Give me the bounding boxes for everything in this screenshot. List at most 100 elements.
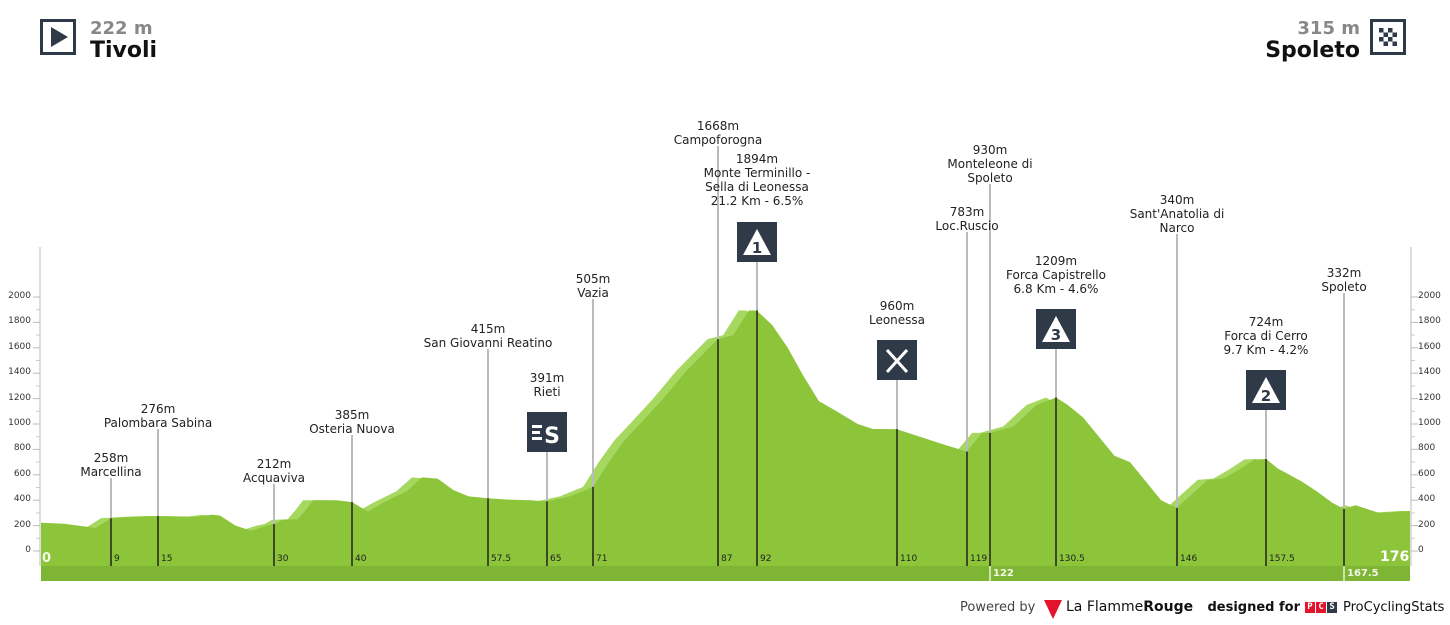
km-label: 167.5	[1347, 568, 1379, 579]
start-km-label: 0	[42, 551, 52, 566]
km-label: 40	[355, 554, 367, 564]
svg-text:3: 3	[1051, 326, 1061, 344]
start-town: Tivoli	[90, 38, 158, 63]
marker-label-line: 276m	[140, 402, 176, 416]
km-label: 57.5	[491, 554, 512, 564]
marker-label-line: Narco	[1159, 220, 1195, 235]
svg-text:S: S	[544, 424, 560, 449]
y-tick-label: 1400	[8, 367, 31, 378]
feed-icon	[877, 340, 917, 380]
marker-label-line: Marcellina	[80, 465, 142, 479]
brand-part-b: Rouge	[1143, 599, 1194, 615]
marker-label-line: 391m	[529, 371, 565, 385]
marker-label-line: 505m	[575, 272, 611, 286]
y-tick-label: 1800	[1418, 316, 1441, 327]
y-tick-label: 600	[13, 468, 31, 479]
end-km-label: 176	[1380, 549, 1410, 565]
marker-label-line: Campoforogna	[673, 133, 763, 147]
km-label: 15	[161, 554, 173, 564]
marker-label-line: 1894m	[735, 152, 779, 166]
y-tick-label: 200	[13, 519, 31, 530]
km-label: 110	[900, 554, 918, 564]
marker-label-line: 724m	[1248, 314, 1284, 329]
pcs-logo-icon	[1305, 602, 1337, 613]
distance-band	[41, 566, 1410, 581]
marker-label-line: San Giovanni Reatino	[423, 336, 553, 350]
marker-label-line: 1668m	[696, 119, 740, 133]
y-tick-label: 600	[1418, 468, 1436, 479]
marker-label-line: Osteria Nuova	[309, 422, 395, 436]
marker-label-line: Leonessa	[868, 313, 926, 327]
brand-part-a: La Flamme	[1066, 599, 1144, 615]
flamme-rouge-logo-icon	[1044, 600, 1062, 619]
km-label: 122	[993, 568, 1014, 579]
sprint-icon: S	[527, 412, 567, 452]
marker-label-line: Palombara Sabina	[103, 416, 213, 430]
marker-label-line: 1209m	[1034, 253, 1078, 268]
km-label: 65	[550, 554, 562, 564]
marker-label-line: Forca di Cerro	[1224, 328, 1308, 343]
km-label: 30	[277, 554, 289, 564]
marker-label-line: Vazia	[577, 286, 609, 300]
finish-elevation: 315 m	[1297, 18, 1360, 39]
climb-icon: 1	[737, 222, 777, 262]
y-tick-label: 1000	[8, 418, 31, 428]
y-tick-label: 0	[1418, 545, 1424, 555]
marker-label-line: Monteleone di	[947, 156, 1033, 171]
marker-label-line: 415m	[470, 322, 506, 336]
y-tick-label: 800	[13, 443, 31, 454]
profile-area	[41, 310, 1410, 566]
y-tick-label: 1200	[8, 392, 31, 403]
km-label: 157.5	[1269, 554, 1295, 564]
marker-label-line: 340m	[1159, 192, 1195, 207]
marker-label-line: 385m	[334, 408, 370, 422]
flamme-rouge-brand: La FlammeRouge	[1066, 599, 1193, 615]
marker-label-line: Spoleto	[1321, 280, 1367, 294]
y-tick-label: 400	[1418, 494, 1436, 505]
km-label: 130.5	[1059, 554, 1085, 564]
marker-label-line: Rieti	[533, 385, 561, 399]
y-tick-label: 1600	[8, 341, 31, 352]
designed-for-text: designed for	[1207, 600, 1300, 615]
marker-label-line: Forca Capistrello	[1006, 267, 1106, 282]
marker-label-line: Loc.Ruscio	[935, 219, 999, 233]
pcs-text: ProCyclingStats	[1343, 600, 1445, 615]
km-label: 71	[596, 554, 608, 564]
y-tick-label: 2000	[1418, 291, 1441, 301]
marker-label-line: Sant'Anatolia di	[1129, 206, 1225, 221]
marker-label-line: 783m	[949, 205, 985, 219]
climb-icon: 2	[1246, 370, 1286, 410]
marker-label-line: Acquaviva	[242, 471, 306, 485]
km-label: 146	[1180, 554, 1198, 564]
start-elevation: 222 m	[90, 18, 153, 39]
marker-label-line: 960m	[879, 299, 915, 313]
km-label: 87	[721, 554, 733, 564]
marker-label-line: Monte Terminillo -	[703, 166, 811, 180]
km-label: 9	[114, 554, 120, 564]
marker-label-line: Spoleto	[967, 170, 1013, 185]
km-label: 92	[760, 554, 772, 564]
finish-flag-icon	[1370, 19, 1406, 55]
marker-label-line: 212m	[256, 457, 292, 471]
y-tick-label: 1800	[8, 316, 31, 327]
y-tick-label: 2000	[8, 291, 31, 301]
climb-icon: 3	[1036, 309, 1076, 349]
marker-label-line: 930m	[972, 142, 1008, 157]
y-tick-label: 1000	[1418, 418, 1441, 428]
marker-label-line: 258m	[93, 451, 129, 465]
svg-text:1: 1	[752, 239, 762, 257]
svg-text:2: 2	[1261, 387, 1271, 405]
